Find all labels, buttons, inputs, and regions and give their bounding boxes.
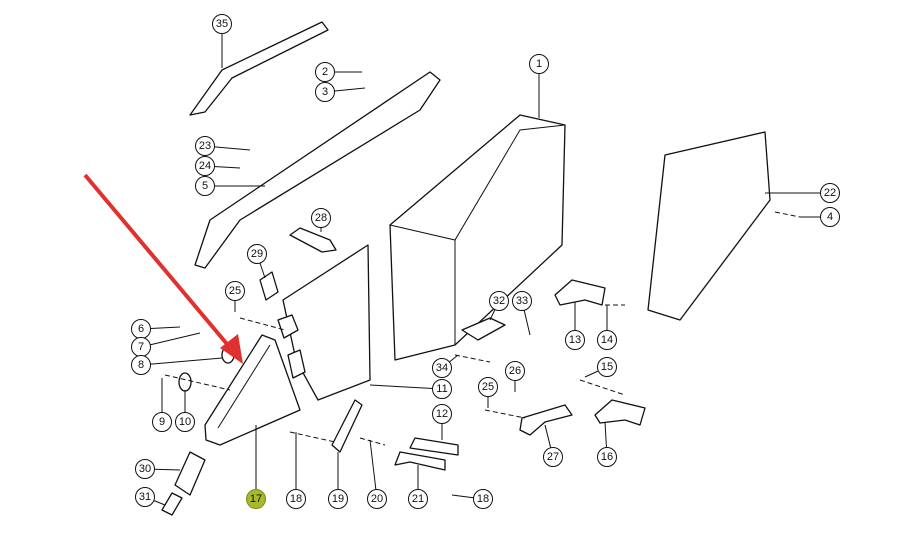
callout-25: 25 [225,281,245,301]
callout-9: 9 [152,412,172,432]
callout-21: 21 [408,489,428,509]
callout-18: 18 [286,489,306,509]
part-21 [394,451,446,471]
callout-10: 10 [175,412,195,432]
part-29 [259,271,279,301]
callout-26: 26 [505,361,525,381]
callout-7: 7 [131,337,151,357]
part-17-bracket [204,334,301,446]
callout-14: 14 [597,330,617,350]
callout-15: 15 [597,357,617,377]
callout-33: 33 [512,291,532,311]
callout-34: 34 [432,358,452,378]
part-10-washer [178,372,192,392]
part-28 [289,227,337,253]
part-hinge-2 [287,349,306,379]
callout-25: 25 [478,377,498,397]
part-22-panel [647,131,771,321]
red-arrow-indicator [83,173,243,364]
callout-8: 8 [131,355,151,375]
callout-5: 5 [195,176,215,196]
callout-28: 28 [311,208,331,228]
callout-3: 3 [315,82,335,102]
part-30 [174,451,206,496]
callout-20: 20 [367,489,387,509]
part-12 [409,437,459,456]
callout-23: 23 [195,136,215,156]
part-11-plate [282,244,371,401]
part-hinge [277,314,299,339]
callout-22: 22 [820,183,840,203]
part-13 [554,279,606,306]
leader-line [369,384,443,390]
callout-11: 11 [432,379,452,399]
part-5-rail [194,71,441,269]
callout-2: 2 [315,62,335,82]
callout-35: 35 [212,14,232,34]
part-35-panel [189,21,329,116]
callout-13: 13 [565,330,585,350]
callout-12: 12 [432,404,452,424]
part-1-housing [389,114,566,361]
callout-1: 1 [529,54,549,74]
callout-4: 4 [820,207,840,227]
part-27 [519,404,573,436]
callout-32: 32 [489,291,509,311]
callout-18: 18 [473,489,493,509]
part-16 [594,399,646,426]
callout-16: 16 [597,447,617,467]
callout-30: 30 [135,459,155,479]
callout-31: 31 [135,487,155,507]
callout-6: 6 [131,319,151,339]
leader-line [140,357,223,366]
callout-24: 24 [195,156,215,176]
callout-17: 17 [246,489,266,509]
part-31 [161,492,183,516]
callout-19: 19 [328,489,348,509]
callout-29: 29 [247,244,267,264]
callout-27: 27 [543,447,563,467]
part-32 [461,317,506,341]
part-19 [331,399,363,453]
